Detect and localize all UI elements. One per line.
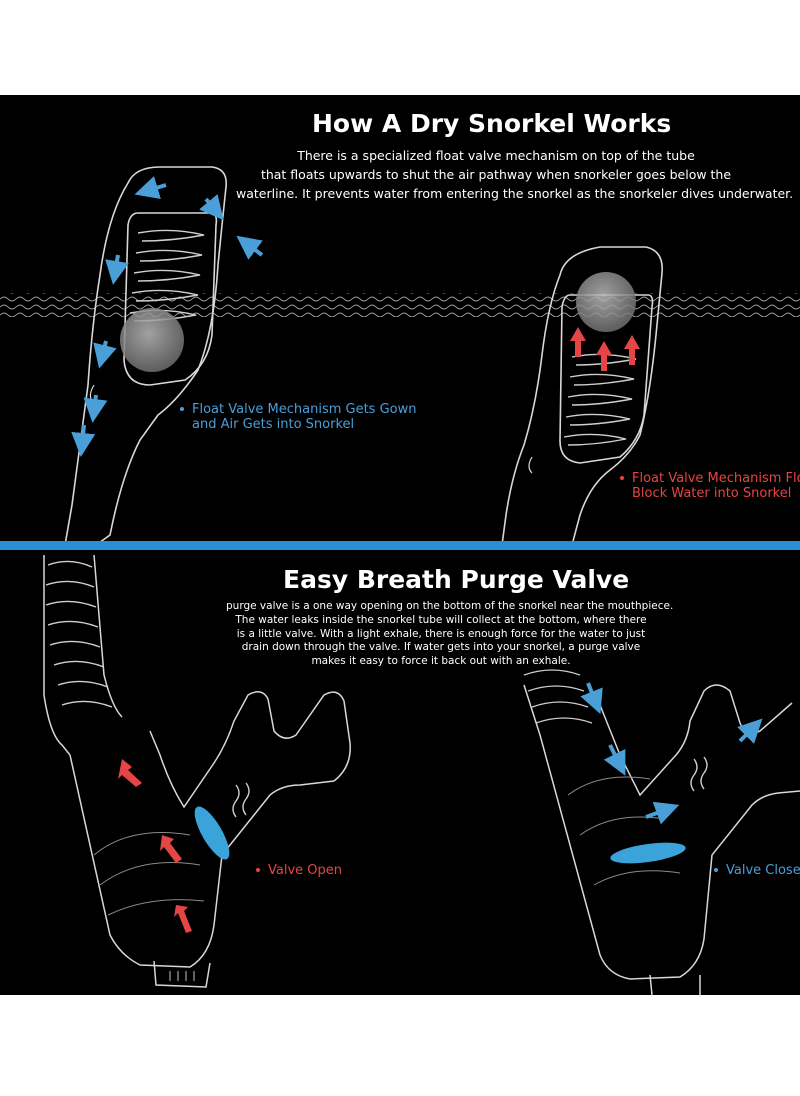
- purge-snorkel-right: [523, 669, 800, 995]
- description-line: drain down through the valve. If water g…: [241, 641, 641, 654]
- purge-valve-open: [194, 806, 230, 860]
- valve-close-label: Valve Close: [714, 863, 800, 878]
- snorkel-illustration: [0, 166, 800, 995]
- label-text: Valve Open: [268, 863, 343, 878]
- float-valve-down-label: Float Valve Mechanism Gets Gown and Air …: [180, 402, 417, 432]
- section1-description: There is a specialized float valve mecha…: [236, 146, 794, 203]
- section2-description: purge valve is a one way opening on the …: [226, 600, 674, 669]
- label-text: Valve Close: [726, 863, 800, 878]
- bullet-dot: [620, 475, 624, 480]
- description-line: purge valve is a one way opening on the …: [226, 600, 674, 612]
- purge-flow-arrows-right: [580, 682, 763, 825]
- bullet-dot: [256, 867, 260, 872]
- infographic-panel: How A Dry Snorkel Works There is a speci…: [0, 95, 800, 995]
- label-line: Block Water into Snorkel: [632, 486, 792, 501]
- purge-flow-arrows-left: [118, 759, 192, 933]
- bullet-dot: [180, 406, 184, 411]
- dry-snorkel-right: [501, 246, 663, 546]
- water-block-arrows: [570, 327, 640, 371]
- bullet-dot: [714, 867, 718, 872]
- description-line: waterline. It prevents water from enteri…: [236, 186, 794, 201]
- float-valve-up-label: Float Valve Mechanism Flo Block Water in…: [620, 471, 800, 501]
- exhale-waves-left: [232, 782, 250, 818]
- float-ball-left: [120, 308, 184, 372]
- exhale-waves-right: [690, 756, 708, 792]
- float-ball-right: [576, 272, 636, 332]
- label-line: Float Valve Mechanism Gets Gown: [192, 402, 417, 417]
- description-line: is a little valve. With a light exhale, …: [236, 627, 646, 640]
- section2-title: Easy Breath Purge Valve: [283, 565, 630, 594]
- valve-open-label: Valve Open: [256, 863, 342, 878]
- description-line: There is a specialized float valve mecha…: [297, 148, 695, 163]
- description-line: that floats upwards to shut the air path…: [260, 167, 732, 182]
- section-divider: [0, 541, 800, 550]
- label-line: and Air Gets into Snorkel: [192, 417, 355, 432]
- section1-title: How A Dry Snorkel Works: [312, 109, 672, 138]
- purge-valve-closed: [610, 842, 686, 864]
- airflow-arrows-left: [71, 176, 264, 457]
- label-line: Float Valve Mechanism Flo: [632, 471, 800, 486]
- description-line: The water leaks inside the snorkel tube …: [235, 613, 647, 626]
- purge-snorkel-left: [43, 554, 351, 988]
- water-line: [0, 293, 800, 317]
- description-line: makes it easy to force it back out with …: [311, 655, 571, 668]
